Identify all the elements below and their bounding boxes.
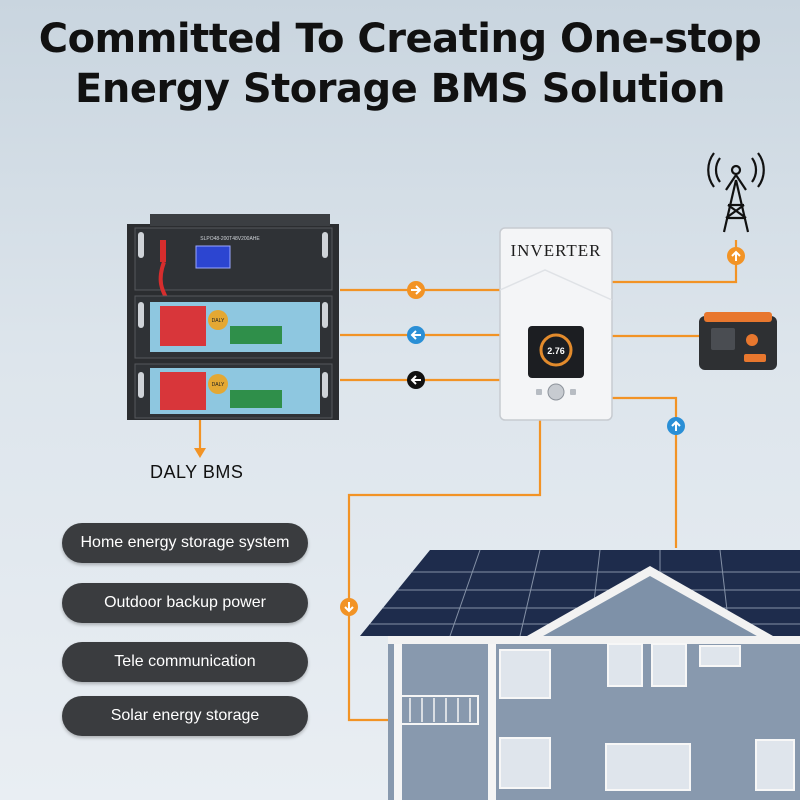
up-arrow-icon	[667, 417, 685, 435]
house-eave	[388, 636, 800, 644]
rack-model-text: SLPO48-200T48V200AHE	[200, 236, 260, 242]
application-pill-solar-energy-storage: Solar energy storage	[62, 696, 308, 736]
house-windows	[499, 643, 795, 791]
power-station-handle	[704, 312, 772, 322]
battery-rack: SLPO48-200T48V200AHE DALY DALY	[127, 214, 339, 420]
inverter-body-contour	[499, 269, 613, 301]
flow-line-to-house	[347, 420, 542, 722]
cell-tower-icon	[707, 152, 765, 233]
bms-board-2	[160, 306, 206, 346]
inverter-button[interactable]	[536, 389, 542, 395]
bms-lcd-screen	[195, 245, 231, 269]
house	[360, 549, 800, 800]
application-pill-outdoor-backup: Outdoor backup power	[62, 583, 308, 623]
right-arrow-icon	[407, 281, 425, 299]
rack-handle	[322, 232, 328, 258]
daly-badge-2-text: DALY	[212, 318, 225, 324]
power-station-outlet	[746, 334, 758, 346]
inverter-knob[interactable]	[547, 383, 565, 401]
pcb-2	[230, 326, 282, 344]
power-station-body	[699, 316, 777, 370]
rack-handle	[138, 232, 144, 258]
power-station-outlet-strip	[744, 354, 766, 362]
inverter-display	[528, 326, 584, 378]
house-gable	[536, 576, 764, 640]
red-terminal	[160, 240, 166, 262]
up-arrow-icon	[727, 247, 745, 265]
bms-board-3	[160, 372, 206, 410]
pcb-3	[230, 390, 282, 408]
headline: Committed To Creating One-stop Energy St…	[0, 14, 800, 114]
rack-handle	[322, 372, 328, 398]
left-arrow-icon	[407, 371, 425, 389]
porch-column	[394, 644, 402, 800]
rack-handle	[138, 302, 144, 328]
bms-pointer-arrowhead	[194, 448, 206, 458]
inverter: INVERTER 2.76	[499, 227, 613, 421]
headline-line-2: Energy Storage BMS Solution	[75, 66, 725, 112]
flow-line-to-tower	[612, 240, 738, 284]
daly-badge-2	[208, 310, 228, 330]
portable-power-station-icon	[699, 312, 777, 370]
porch-column	[488, 644, 496, 800]
down-arrow-icon	[340, 598, 358, 616]
battery-module-1	[134, 227, 333, 291]
rack-handle	[322, 302, 328, 328]
application-pill-home-energy-storage: Home energy storage system	[62, 523, 308, 563]
daly-badge-3	[208, 374, 228, 394]
inverter-display-value: 2.76	[547, 346, 565, 356]
rack-top	[150, 214, 330, 226]
power-station-panel	[711, 328, 735, 350]
headline-line-1: Committed To Creating One-stop	[38, 16, 762, 62]
flow-line-from-solar	[612, 396, 678, 548]
inverter-label: INVERTER	[510, 241, 601, 260]
balcony-balusters	[409, 698, 471, 722]
daly-bms-label: DALY BMS	[150, 462, 244, 482]
daly-badge-3-text: DALY	[212, 382, 225, 388]
inverter-gauge-ring	[539, 333, 573, 367]
inverter-button[interactable]	[570, 389, 576, 395]
application-pill-tele-communication: Tele communication	[62, 642, 308, 682]
left-arrow-icon	[407, 326, 425, 344]
rack-handle	[138, 372, 144, 398]
